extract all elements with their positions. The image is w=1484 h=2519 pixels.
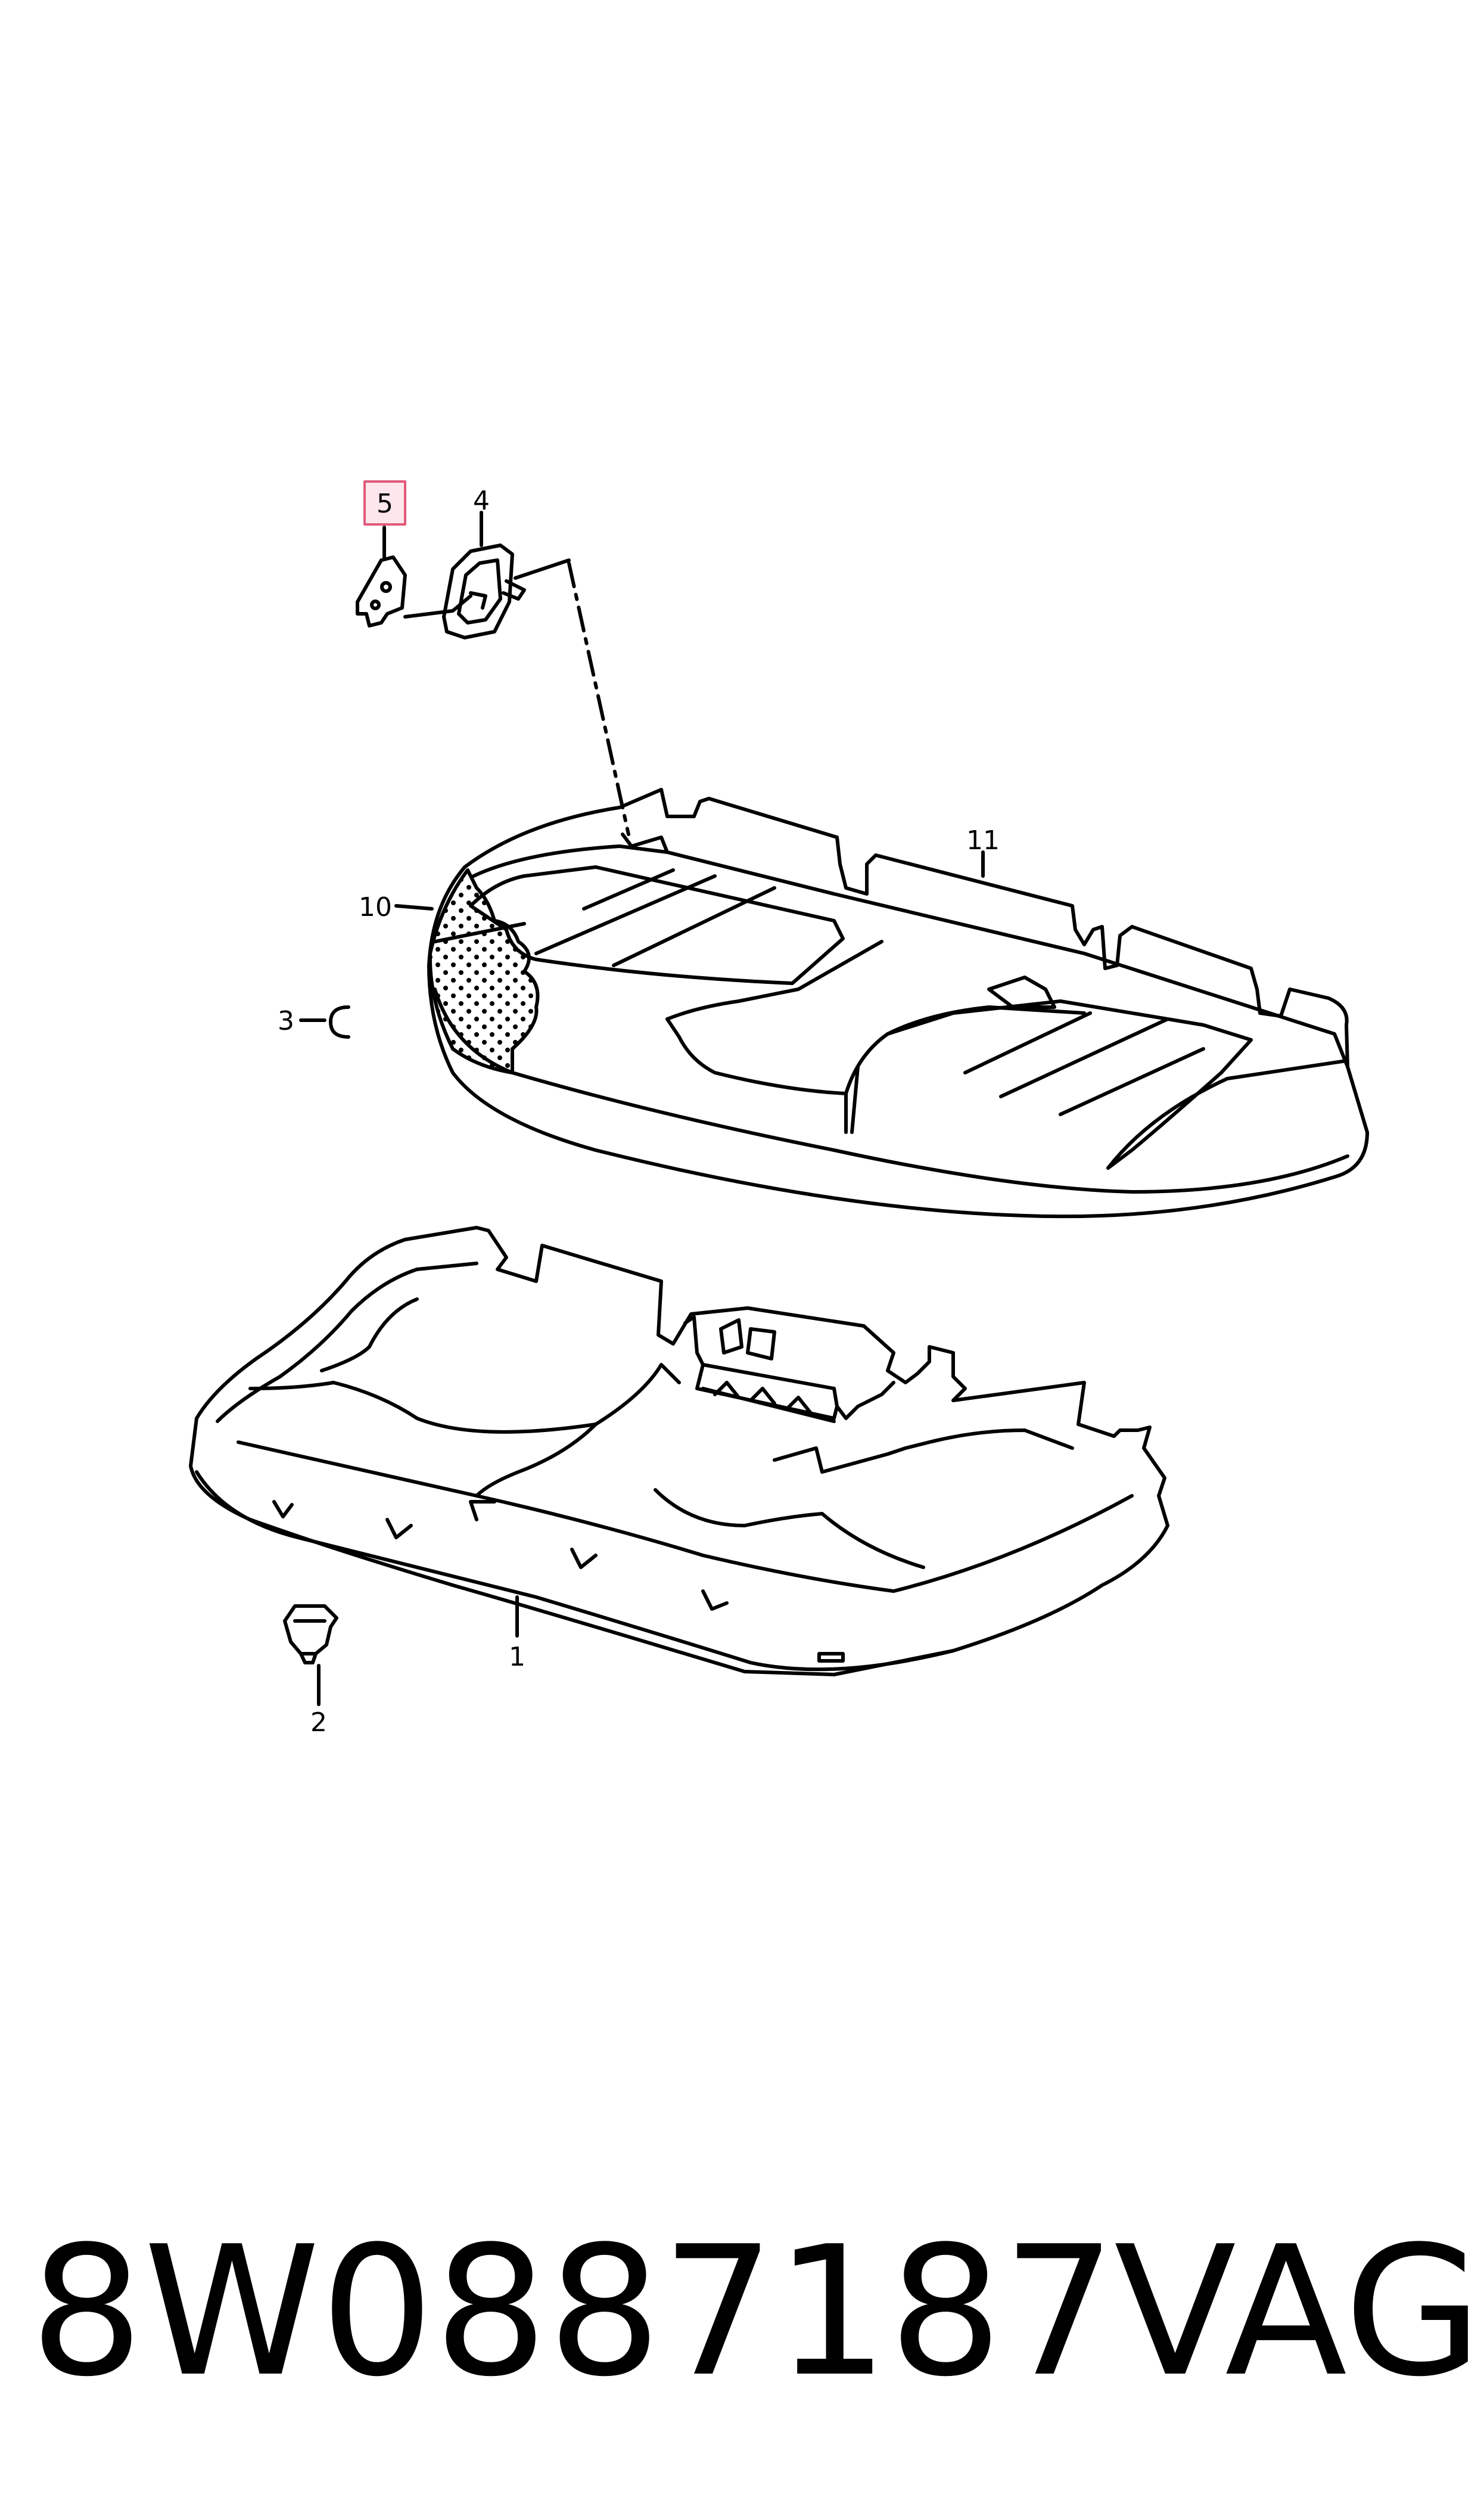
dash-dot-fitting-line — [567, 561, 630, 836]
exploded-parts-diagram: 5 4 11 10 3 1 2 — [189, 480, 1369, 1738]
part-2-plug — [283, 1604, 338, 1664]
leader-4-tab — [514, 558, 571, 580]
part-number: 8W0887187 — [30, 2208, 1116, 2416]
callout-3[interactable]: 3 — [278, 1006, 294, 1036]
leader-5-4-link — [403, 594, 472, 619]
callout-10[interactable]: 10 — [359, 892, 392, 923]
callout-5[interactable]: 5 — [377, 489, 393, 519]
part-10-padding-dotted-area — [428, 868, 540, 1074]
callout-1[interactable]: 1 — [509, 1642, 525, 1672]
callout-2[interactable]: 2 — [310, 1707, 327, 1738]
part-11-seat-cover — [427, 788, 1369, 1219]
brand-label: VAG — [1114, 2208, 1483, 2416]
part-3-clip — [329, 1005, 350, 1039]
part-4-bracket — [442, 543, 526, 639]
part-5-clip — [356, 555, 407, 628]
part-1-seat-frame — [189, 1226, 1169, 1676]
callout-4[interactable]: 4 — [473, 486, 490, 516]
callout-11[interactable]: 11 — [966, 825, 1000, 856]
leader-10 — [394, 904, 434, 911]
part-10-inner-edge — [433, 922, 526, 943]
callout-5-highlight[interactable] — [363, 480, 406, 526]
footer: 8W0887187 VAG — [30, 2205, 1482, 2419]
